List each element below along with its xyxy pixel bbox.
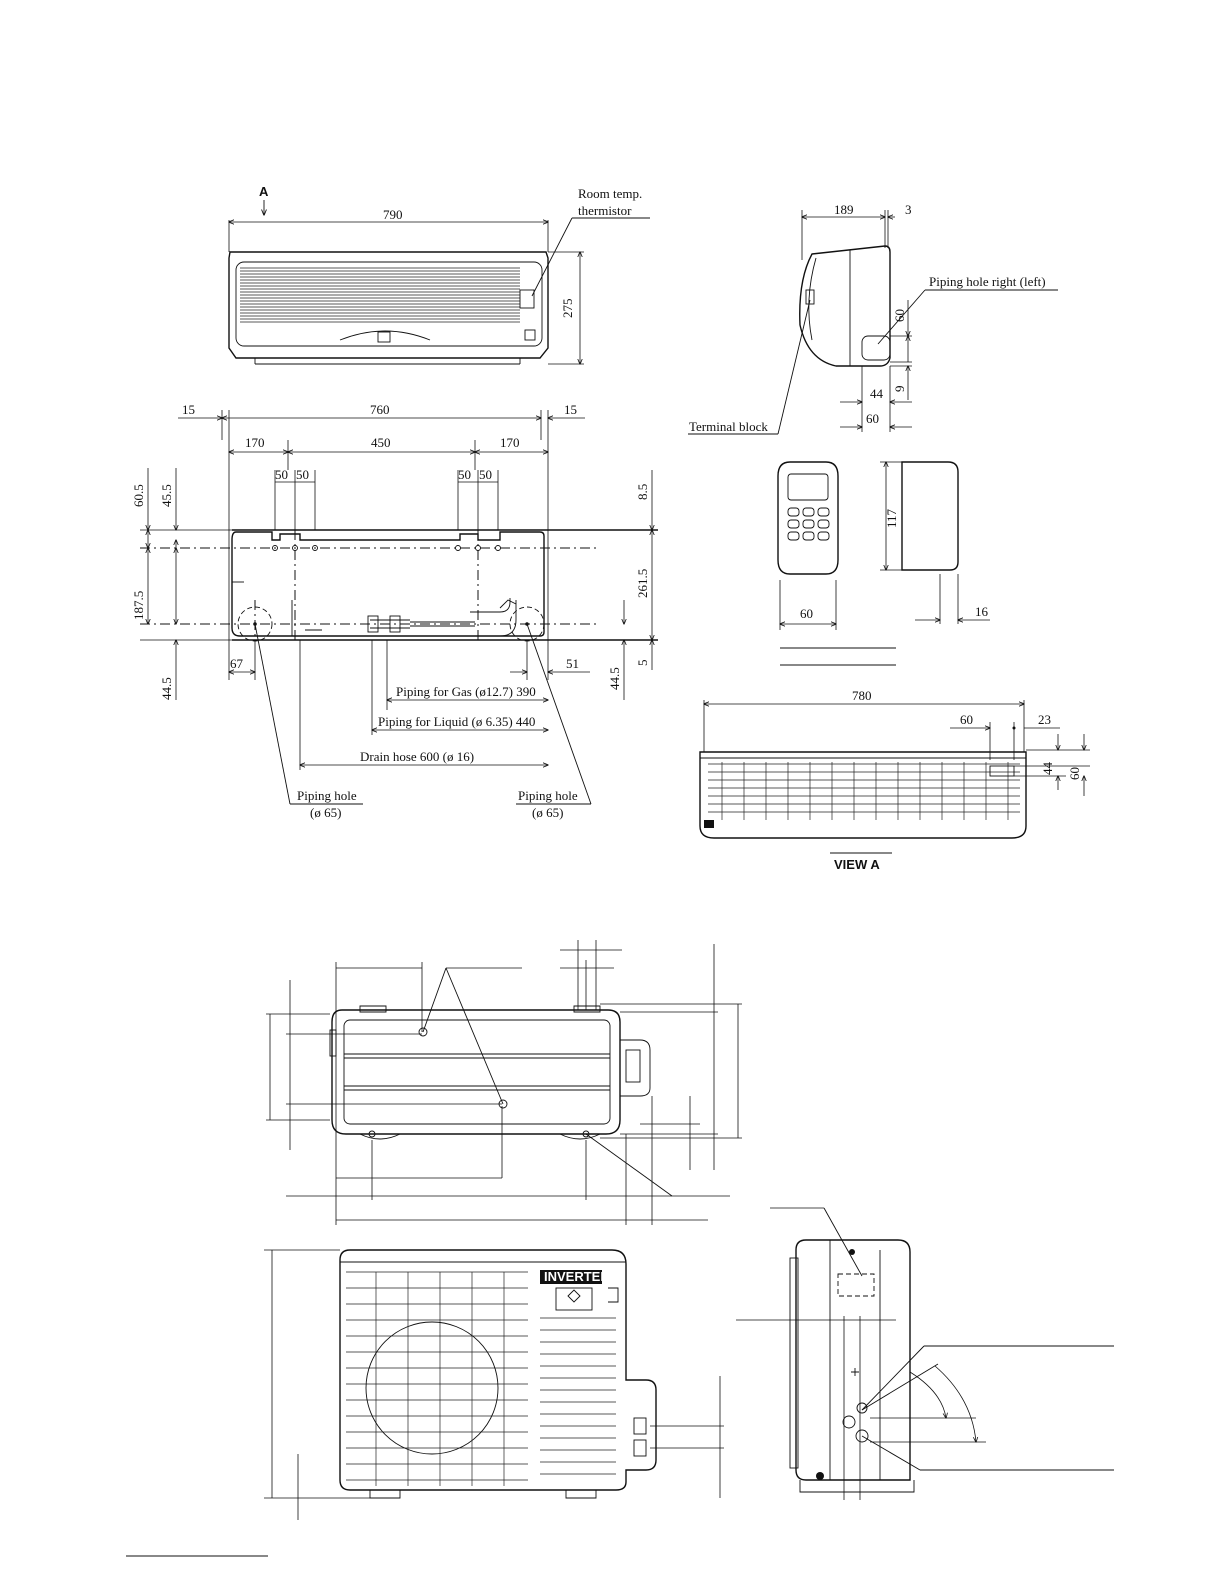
remote-body: [777, 461, 839, 575]
side-hole-height-dim: 60: [892, 309, 907, 322]
view-a-total-height-dim: 60: [1067, 767, 1082, 780]
mounting-plate-view: 15 760 15 170 450 170 50 50 50 50: [131, 402, 658, 820]
outdoor-unit-top-view: [266, 940, 742, 1225]
plate-left-margin: 15: [182, 402, 195, 417]
plate-right-margin: 15: [564, 402, 577, 417]
view-a-marker: A: [259, 184, 269, 199]
view-a-hole-height-dim: 44: [1040, 762, 1055, 776]
inverter-badge-text: INVERTER: [544, 1269, 610, 1284]
left-piping-hole-label-line2: (ø 65): [310, 805, 341, 820]
plate-right-top-offset: 8.5: [635, 484, 650, 500]
plate-middle-segment: 450: [371, 435, 391, 450]
view-a-edge-offset-dim: 23: [1038, 712, 1051, 727]
thermistor-label-line1: Room temp.: [578, 186, 642, 201]
indoor-unit-side-view: 189 3 Piping hole right (left) 60 9 44 6…: [688, 202, 1058, 435]
hole-spacing-d: 50: [479, 467, 492, 482]
side-piping-hole-label: Piping hole right (left): [929, 274, 1046, 289]
plate-total-width: 760: [370, 402, 390, 417]
hole-spacing-b: 50: [296, 467, 309, 482]
remote-depth-dim: 16: [975, 604, 989, 619]
right-piping-hole-label-line1: Piping hole: [518, 788, 578, 803]
plate-left-top-offset: 60.5: [131, 484, 146, 507]
view-a-width-dim: 780: [852, 688, 872, 703]
left-piping-hole-label-line1: Piping hole: [297, 788, 357, 803]
inverter-badge: [540, 1270, 602, 1284]
plate-left-upper-offset: 45.5: [159, 484, 174, 507]
gas-piping-label: Piping for Gas (ø12.7) 390: [396, 684, 536, 699]
liquid-piping-label: Piping for Liquid (ø 6.35) 440: [378, 714, 535, 729]
outdoor-front-body: [339, 1249, 657, 1491]
plate-right-lower-offset: 44.5: [607, 667, 622, 690]
plate-left-bottom-offset: 44.5: [159, 677, 174, 700]
fan-outline: [365, 1321, 499, 1455]
view-a-body: [699, 751, 1027, 839]
view-a-caption: VIEW A: [834, 857, 880, 872]
remote-height-dim: 117: [884, 508, 899, 528]
view-a-hole-offset-dim: 60: [960, 712, 973, 727]
plate-right-bottom-offset: 5: [635, 660, 650, 667]
remote-control-view: 60 117 16: [777, 461, 990, 666]
side-hole-offset-dim: 60: [866, 411, 879, 426]
plate-right-height: 261.5: [635, 569, 650, 598]
right-piping-hole-label-line2: (ø 65): [532, 805, 563, 820]
plate-left-middle-height: 187.5: [131, 591, 146, 620]
plate-left-segment: 170: [245, 435, 265, 450]
side-offset-dim: 3: [905, 202, 912, 217]
terminal-block-label: Terminal block: [689, 419, 768, 434]
indoor-unit-body: [228, 251, 549, 359]
indoor-width-dim: 790: [383, 207, 403, 222]
indoor-unit-front-view: A 790 275 Room temp. thermistor: [228, 184, 650, 364]
view-a-bottom-view: 780 60 23 44 60 VIEW A: [699, 688, 1090, 872]
remote-width-dim: 60: [800, 606, 813, 621]
remote-side: [901, 461, 959, 571]
outdoor-unit-front-view: INVERTER: [264, 1249, 724, 1520]
side-body: [799, 245, 891, 367]
indoor-height-dim: 275: [560, 299, 575, 319]
side-hole-bottom-dim: 9: [892, 386, 907, 393]
hole-spacing-c: 50: [458, 467, 471, 482]
thermistor-label-line2: thermistor: [578, 203, 632, 218]
outdoor-top-body: [331, 1009, 621, 1135]
side-depth-dim: 189: [834, 202, 854, 217]
outdoor-side-body: [795, 1239, 911, 1481]
plate-right-hole-offset: 51: [566, 656, 579, 671]
outdoor-unit-side-view: [736, 1207, 1114, 1500]
drain-hose-label: Drain hose 600 (ø 16): [360, 749, 474, 764]
side-hole-width-dim: 44: [870, 386, 884, 401]
plate-right-segment: 170: [500, 435, 520, 450]
hole-spacing-a: 50: [275, 467, 288, 482]
plate-left-hole-offset: 67: [230, 656, 244, 671]
